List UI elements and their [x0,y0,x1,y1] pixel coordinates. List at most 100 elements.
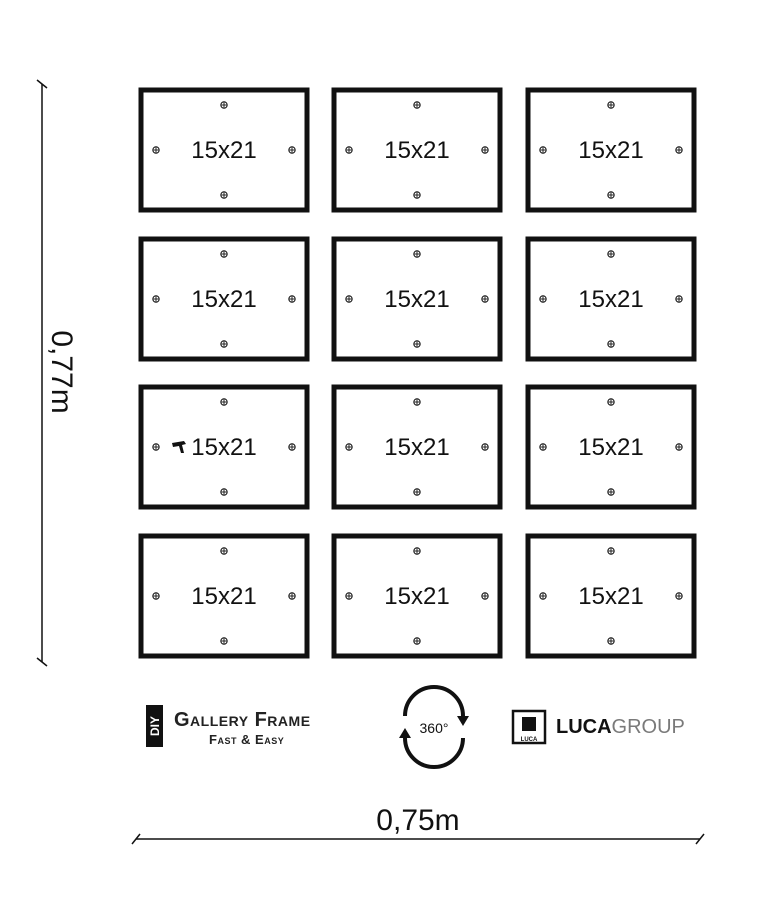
nail-hole-icon [607,398,615,406]
nail-hole-icon [539,592,547,600]
frame-border [138,236,310,362]
height-tick-bottom [36,657,48,667]
frame-size-label: 15x21 [191,434,256,461]
nail-hole-icon [413,547,421,555]
picture-frame: 15x21 [525,384,697,510]
nail-hole-icon [607,547,615,555]
nail-hole-icon [675,295,683,303]
nail-hole-icon [220,250,228,258]
nail-hole-icon [345,295,353,303]
picture-frame: 15x21 [138,87,310,213]
diy-badge [146,705,163,747]
frame-size-label: 15x21 [578,434,643,461]
height-label: 0,77m [45,330,78,413]
frame-size-label: 15x21 [191,583,256,610]
nail-hole-icon [220,340,228,348]
frame-size-label: 15x21 [384,137,449,164]
nail-hole-icon [607,101,615,109]
height-tick-top [36,79,48,89]
nail-hole-icon [539,295,547,303]
nail-hole-icon [539,443,547,451]
frame-border [525,87,697,213]
nail-hole-icon [345,592,353,600]
frame-size-label: 15x21 [191,137,256,164]
frame-border [331,236,503,362]
nail-hole-icon [220,488,228,496]
luca-group-wordmark: LUCAGROUP [556,716,685,738]
frame-size-label: 15x21 [384,583,449,610]
diy-gallery-frame-logo: DIY Gallery Frame Fast & Easy [146,705,310,747]
nail-hole-icon [345,443,353,451]
frame-border [331,533,503,659]
nail-hole-icon [607,191,615,199]
frame-border [525,384,697,510]
picture-frame: 15x21 [138,236,310,362]
picture-frame: 15x21 [331,236,503,362]
nail-hole-icon [675,592,683,600]
rotate-360-icon: 360° [399,685,469,769]
frame-border [525,533,697,659]
nail-hole-icon [607,340,615,348]
frame-border [138,87,310,213]
frame-size-label: 15x21 [191,286,256,313]
nail-hole-icon [220,398,228,406]
luca-group-logo: LUCA LUCAGROUP [511,709,685,745]
frame-size-label: 15x21 [578,583,643,610]
frame-size-label: 15x21 [578,286,643,313]
nail-hole-icon [152,146,160,154]
hammer-icon [172,441,186,453]
nail-hole-icon [220,101,228,109]
picture-frame: 15x21 [138,384,310,510]
nail-hole-icon [288,443,296,451]
frame-border [331,87,503,213]
frame-border [331,384,503,510]
nail-hole-icon [220,547,228,555]
nail-hole-icon [481,443,489,451]
nail-hole-icon [481,592,489,600]
picture-frame: 15x21 [331,384,503,510]
picture-frame: 15x21 [331,533,503,659]
frame-border [138,384,310,510]
nail-hole-icon [413,250,421,258]
nail-hole-icon [675,146,683,154]
picture-frame: 15x21 [331,87,503,213]
picture-frame: 15x21 [525,236,697,362]
nail-hole-icon [288,295,296,303]
nail-hole-icon [288,146,296,154]
nail-hole-icon [539,146,547,154]
nail-hole-icon [152,443,160,451]
nail-hole-icon [220,191,228,199]
picture-frame: 15x21 [138,533,310,659]
nail-hole-icon [481,146,489,154]
nail-hole-icon [413,191,421,199]
width-tick-left [131,833,141,845]
luca-wordmark-bold: LUCA [556,716,612,738]
width-dimension: 0,75m [131,804,705,845]
picture-frame: 15x21 [525,87,697,213]
gallery-frame-subtitle: Fast & Easy [209,732,284,747]
nail-hole-icon [288,592,296,600]
nail-hole-icon [413,340,421,348]
width-label: 0,75m [376,804,459,837]
nail-hole-icon [220,637,228,645]
frame-size-label: 15x21 [384,286,449,313]
diy-badge-text: DIY [148,716,162,736]
nail-hole-icon [152,592,160,600]
luca-mark-text: LUCA [521,737,538,743]
nail-hole-icon [345,146,353,154]
height-dimension: 0,77m [36,79,78,667]
nail-hole-icon [607,250,615,258]
width-tick-right [695,833,705,845]
frames-grid: 15x21 15x21 15x21 15x21 15x21 15x21 15x21 15x21… [138,87,697,659]
frame-size-label: 15x21 [578,137,643,164]
nail-hole-icon [413,637,421,645]
rotation-label: 360° [420,720,449,736]
luca-wordmark-group: GROUP [612,716,685,738]
nail-hole-icon [675,443,683,451]
nail-hole-icon [413,398,421,406]
nail-hole-icon [152,295,160,303]
nail-hole-icon [607,488,615,496]
nail-hole-icon [607,637,615,645]
nail-hole-icon [413,101,421,109]
